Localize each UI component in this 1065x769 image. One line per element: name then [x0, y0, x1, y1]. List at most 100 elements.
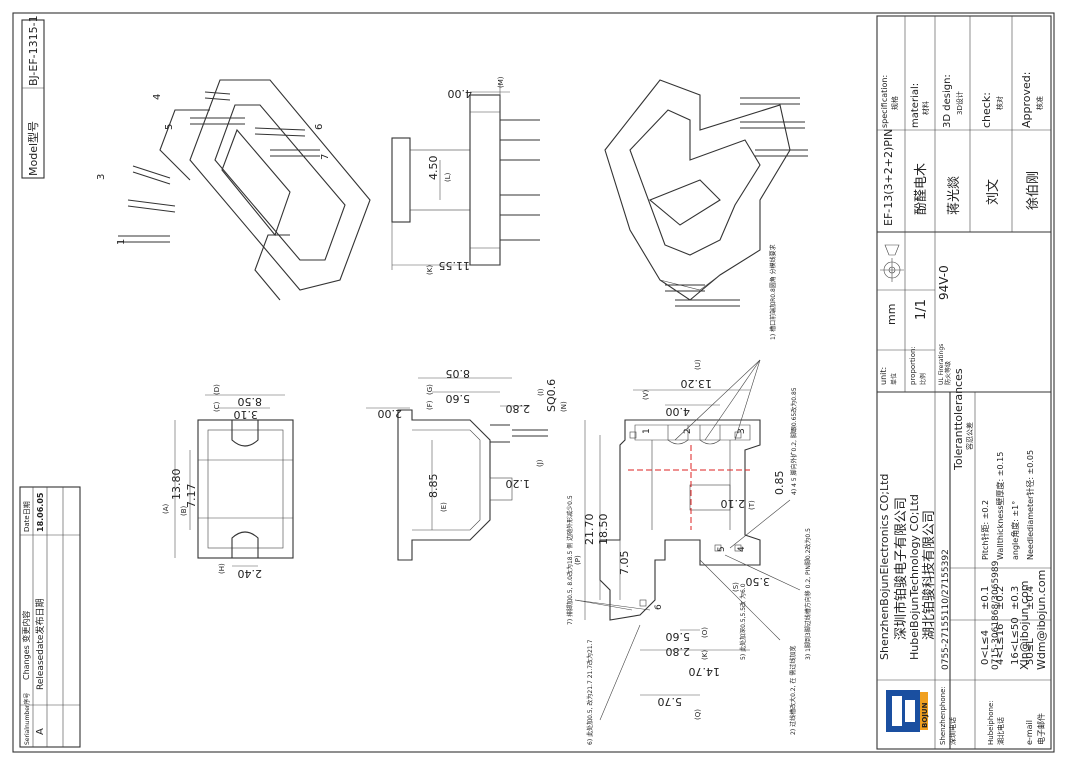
- email-label-cn: 电子邮件: [1036, 713, 1046, 745]
- dim-bottom-sl: (S): [732, 582, 740, 592]
- hb-phone-label-cn: 湖北电话: [996, 717, 1005, 745]
- dim-left-cl: (C): [213, 401, 221, 412]
- projection-symbol-icon: [880, 244, 904, 282]
- change-date: 18.06.05: [36, 492, 45, 532]
- material-label-cn: 材料: [921, 101, 930, 115]
- tol-value-3: ±0.3: [1010, 586, 1021, 610]
- note-2: 2) 过线槽改大0.2, 在 需过线加宽: [789, 646, 797, 735]
- hb-phone-label: Hubeiphone:: [987, 700, 995, 745]
- dim-side-el: (E): [440, 502, 448, 512]
- fire-label: UL Fireratings: [938, 344, 945, 385]
- dim-side-n: SQ0.6: [545, 379, 558, 412]
- dim-end-h: 4.50: [427, 156, 440, 181]
- model-value: BJ-EF-1315-1: [27, 15, 40, 86]
- side-view: [366, 377, 548, 561]
- dim-left-bl: (B): [180, 505, 188, 516]
- hb-phone-value: 0715-3061868/3065989: [991, 560, 1001, 670]
- tol-range-2: 4<L≤16: [995, 624, 1006, 665]
- dim-side-jl: (J): [536, 459, 544, 467]
- tol-value-2: ±0.2: [995, 586, 1006, 610]
- dim-left-dd: 8.50: [238, 395, 263, 408]
- design-value: 蒋光燚: [947, 176, 962, 215]
- company-en-1: ShenzhenBojunElectronics CO;Ltd: [878, 474, 891, 660]
- iso-pin-4: 4: [152, 94, 163, 100]
- title-block: [876, 15, 1052, 750]
- dim-left-b: 7.17: [185, 484, 198, 509]
- dim-bottom-v: 4.00: [666, 405, 691, 418]
- bojun-logo-icon: [886, 690, 928, 732]
- dim-bottom-ql: (Q): [694, 709, 702, 720]
- design-label: 3D design:: [942, 74, 953, 128]
- note-4: 4) 4 5 脚向外扩0.2, 脚跟0.65改为0.85: [790, 387, 798, 495]
- fire-value: 94V-0: [937, 265, 951, 300]
- tol-value-4: ±0.4: [1025, 586, 1036, 610]
- tol-range-4: 50≤L: [1025, 638, 1036, 665]
- dim-side-il: (I): [537, 388, 545, 396]
- dim-bottom-tl: (T): [748, 500, 756, 510]
- dim-left-al: (A): [162, 503, 170, 514]
- tol-note-2: Wallthickness壁厚度: ±0.15: [995, 452, 1005, 560]
- annotation-leaders: [574, 359, 801, 721]
- approved-label-cn: 核准: [1035, 96, 1044, 110]
- isometric-view-left: [159, 79, 371, 301]
- email-label: e-mail: [1025, 720, 1034, 745]
- dim-end-wl: (K): [426, 265, 434, 275]
- tol-range-1: 0<L≤4: [980, 630, 991, 665]
- pin-num-6: 6: [654, 604, 664, 610]
- sz-phone-label-cn: 深圳电话: [948, 717, 957, 745]
- dim-bottom-p: 21.70: [583, 514, 596, 546]
- pin-num-3: 3: [737, 428, 747, 434]
- dim-side-fl: (F): [426, 400, 434, 410]
- dim-bottom-t: 2.10: [721, 497, 746, 510]
- tol-range-3: 16<L≤50: [1010, 617, 1021, 665]
- company-cn-1: 深圳市铂骏电子有限公司: [893, 497, 909, 640]
- dim-left-ddl: (D): [213, 384, 221, 395]
- dim-side-nl: (N): [560, 401, 568, 412]
- unit-label: unit:: [879, 367, 888, 385]
- dim-side-i: 2.80: [506, 402, 531, 415]
- model-box: Model型号 BJ-EF-1315-1: [21, 15, 45, 179]
- spec-value: EF-13(3+2+2)PIN: [882, 129, 895, 226]
- dim-left-a: 13.80: [170, 469, 183, 501]
- dim-left-hl: (H): [218, 563, 226, 574]
- tol-title-cn: 容忍公差: [965, 422, 974, 450]
- email-value-2: Wdm@ibojun.com: [1035, 570, 1048, 670]
- change-serial: A: [35, 728, 46, 735]
- approved-value: 徐伯刚: [1026, 171, 1041, 210]
- dim-bottom-ul: (U): [694, 359, 702, 370]
- pin-num-4: 4: [737, 546, 747, 552]
- proportion-label-cn: 比例: [919, 373, 927, 385]
- logo-text: BOJUN: [921, 702, 929, 728]
- iso-pin-5: 5: [164, 124, 175, 130]
- iso-pin-1: 1: [116, 239, 127, 245]
- iso-pin-7: 7: [320, 154, 331, 160]
- tol-title: Toleranttolerances: [952, 368, 965, 471]
- dim-side-t: 2.00: [378, 407, 403, 420]
- dim-bottom-ol: (O): [701, 627, 709, 638]
- note-1: 1) 槽口前端加R0.8圆角 分模线要求: [769, 244, 777, 340]
- design-label-cn: 3D设计: [955, 91, 964, 115]
- end-view: [391, 84, 540, 270]
- dim-bottom-k: 2.80: [666, 645, 691, 658]
- dim-bottom-r: 7.05: [618, 551, 631, 576]
- isometric-left-pins: [118, 91, 320, 243]
- dim-left-h: 2.40: [238, 567, 263, 580]
- pin-num-5: 5: [717, 546, 727, 552]
- sz-phone-value: 0755-27155110/27155392: [941, 549, 951, 670]
- unit-value: mm: [885, 304, 898, 325]
- note-7: 7) 排脚加0.5, 8.0改为18.5 侧 边随外形减少0.5: [566, 495, 574, 625]
- check-label-cn: 核对: [995, 96, 1004, 110]
- approved-label: Approved:: [1020, 72, 1033, 128]
- iso-pin-3: 3: [96, 174, 107, 180]
- company-cn-2: 湖北铂骏科技有限公司: [921, 510, 937, 640]
- sz-phone-label: Shenzhenphone:: [939, 686, 947, 745]
- dim-end-d: 4.00: [448, 87, 473, 100]
- model-label: Model型号: [26, 121, 40, 176]
- company-en-2: HubeiBojunTechnology CO;Ltd: [908, 494, 921, 660]
- sheet-border: [12, 12, 1055, 753]
- unit-label-cn: 单位: [890, 373, 898, 385]
- pin-num-2: 2: [683, 428, 693, 434]
- dim-end-dl: (M): [497, 76, 505, 88]
